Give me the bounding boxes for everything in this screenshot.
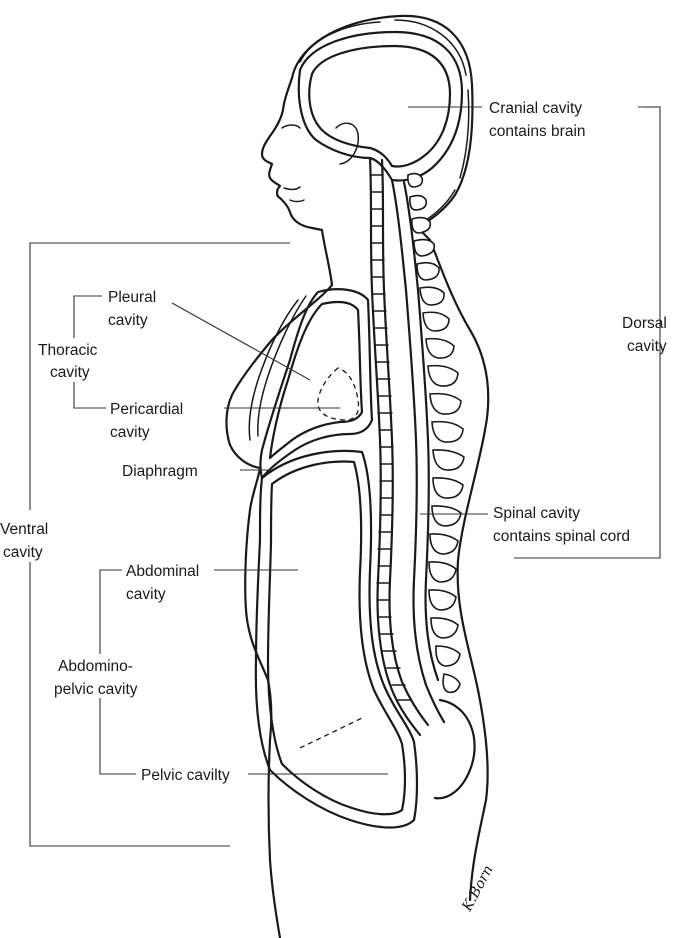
body-outline: [225, 14, 490, 938]
abdominopelvic-cavity: [254, 449, 419, 829]
label-cranial-line1: Cranial cavity: [489, 100, 582, 117]
label-spinal-line1: Spinal cavity: [493, 505, 580, 522]
artist-signature: K.Born: [459, 863, 497, 915]
label-pelvic: Pelvic cavilty: [141, 767, 230, 784]
label-cranial-line2: contains brain: [489, 123, 586, 140]
label-dorsal-line2: cavity: [627, 338, 667, 355]
label-diaphragm: Diaphragm: [122, 463, 198, 480]
label-abdominal-line1: Abdominal: [126, 563, 199, 580]
label-dorsal-line1: Dorsal: [622, 315, 667, 332]
label-thoracic-line1: Thoracic: [38, 342, 98, 359]
pericardial-cavity: [317, 367, 360, 421]
label-pleural-line2: cavity: [108, 312, 148, 329]
leader-lines: [29, 106, 661, 847]
label-ventral-line2: cavity: [3, 544, 43, 561]
labels: Cranial cavity contains brain Dorsal cav…: [0, 100, 667, 784]
label-thoracic-line2: cavity: [50, 364, 90, 381]
label-pleural-line1: Pleural: [108, 289, 156, 306]
vertebral-bodies: [370, 174, 412, 701]
label-abdominopelvic-line1: Abdomino-: [58, 658, 133, 675]
spinous-processes: [407, 172, 465, 694]
label-pericardial-line2: cavity: [110, 424, 150, 441]
label-abdominal-line2: cavity: [126, 586, 166, 603]
spinal-column: [368, 156, 465, 737]
label-abdominopelvic-line2: pelvic cavity: [54, 681, 138, 698]
label-ventral-line1: Ventral: [0, 521, 48, 538]
cranial-cavity: [297, 30, 464, 182]
thoracic-cavity: [248, 288, 374, 480]
label-spinal-line2: contains spinal cord: [493, 528, 630, 545]
label-pericardial-line1: Pericardial: [110, 401, 183, 418]
